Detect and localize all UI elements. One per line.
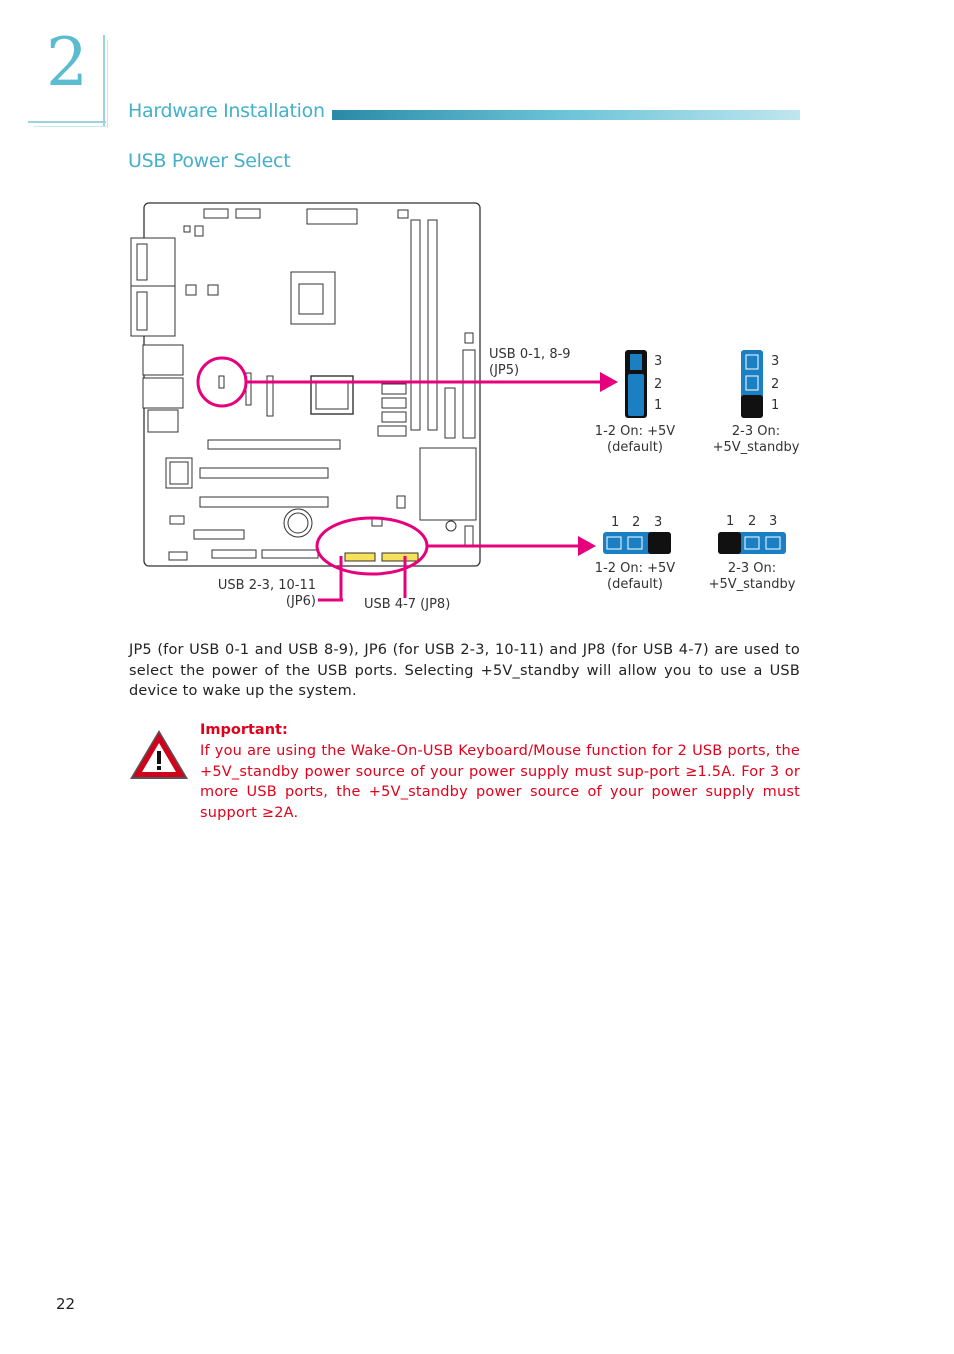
callout-jp5: USB 0-1, 8-9 (JP5)	[489, 347, 571, 378]
pin-label: 3	[771, 354, 780, 369]
pin-label: 2	[748, 514, 757, 529]
jumper-jp5-standby	[741, 350, 763, 418]
callout-jp8: USB 4-7 (JP8)	[364, 597, 451, 612]
jumper-jp5-default	[625, 350, 647, 418]
jp5-option-default: 1-2 On: +5V (default)	[594, 424, 676, 455]
pin-label: 2	[654, 377, 663, 392]
chapter-box-line	[107, 40, 108, 128]
chapter-box-line	[103, 35, 105, 127]
chapter-box-line	[34, 126, 108, 127]
pin-label: 3	[654, 354, 663, 369]
jumper-jp68-default	[603, 532, 671, 554]
jp68-option-default: 1-2 On: +5V (default)	[594, 561, 676, 592]
jumper-jp68-standby	[718, 532, 786, 554]
important-title: Important:	[200, 722, 288, 738]
chapter-box-line	[28, 121, 106, 123]
chapter-number: 2	[46, 24, 88, 101]
jp5-option-standby: 2-3 On: +5V_standby	[712, 424, 800, 455]
pin-label: 1	[726, 514, 735, 529]
section-title: USB Power Select	[128, 150, 291, 172]
pin-label: 3	[654, 515, 663, 530]
header-bar	[332, 110, 800, 120]
chapter-title: Hardware Installation	[128, 100, 325, 122]
page-number: 22	[56, 1295, 76, 1313]
warning-icon	[130, 730, 188, 779]
pin-label: 1	[611, 515, 620, 530]
pin-label: 1	[771, 398, 780, 413]
pin-label: 3	[769, 514, 778, 529]
motherboard-diagram	[130, 202, 786, 602]
body-paragraph: JP5 (for USB 0-1 and USB 8-9), JP6 (for …	[129, 642, 800, 699]
callout-jp6: USB 2-3, 10-11 (JP6)	[217, 578, 316, 609]
pin-label: 2	[632, 515, 641, 530]
important-text: If you are using the Wake-On-USB Keyboar…	[200, 743, 800, 821]
pin-label: 1	[654, 398, 663, 413]
jp68-option-standby: 2-3 On: +5V_standby	[708, 561, 796, 592]
pin-label: 2	[771, 377, 780, 392]
